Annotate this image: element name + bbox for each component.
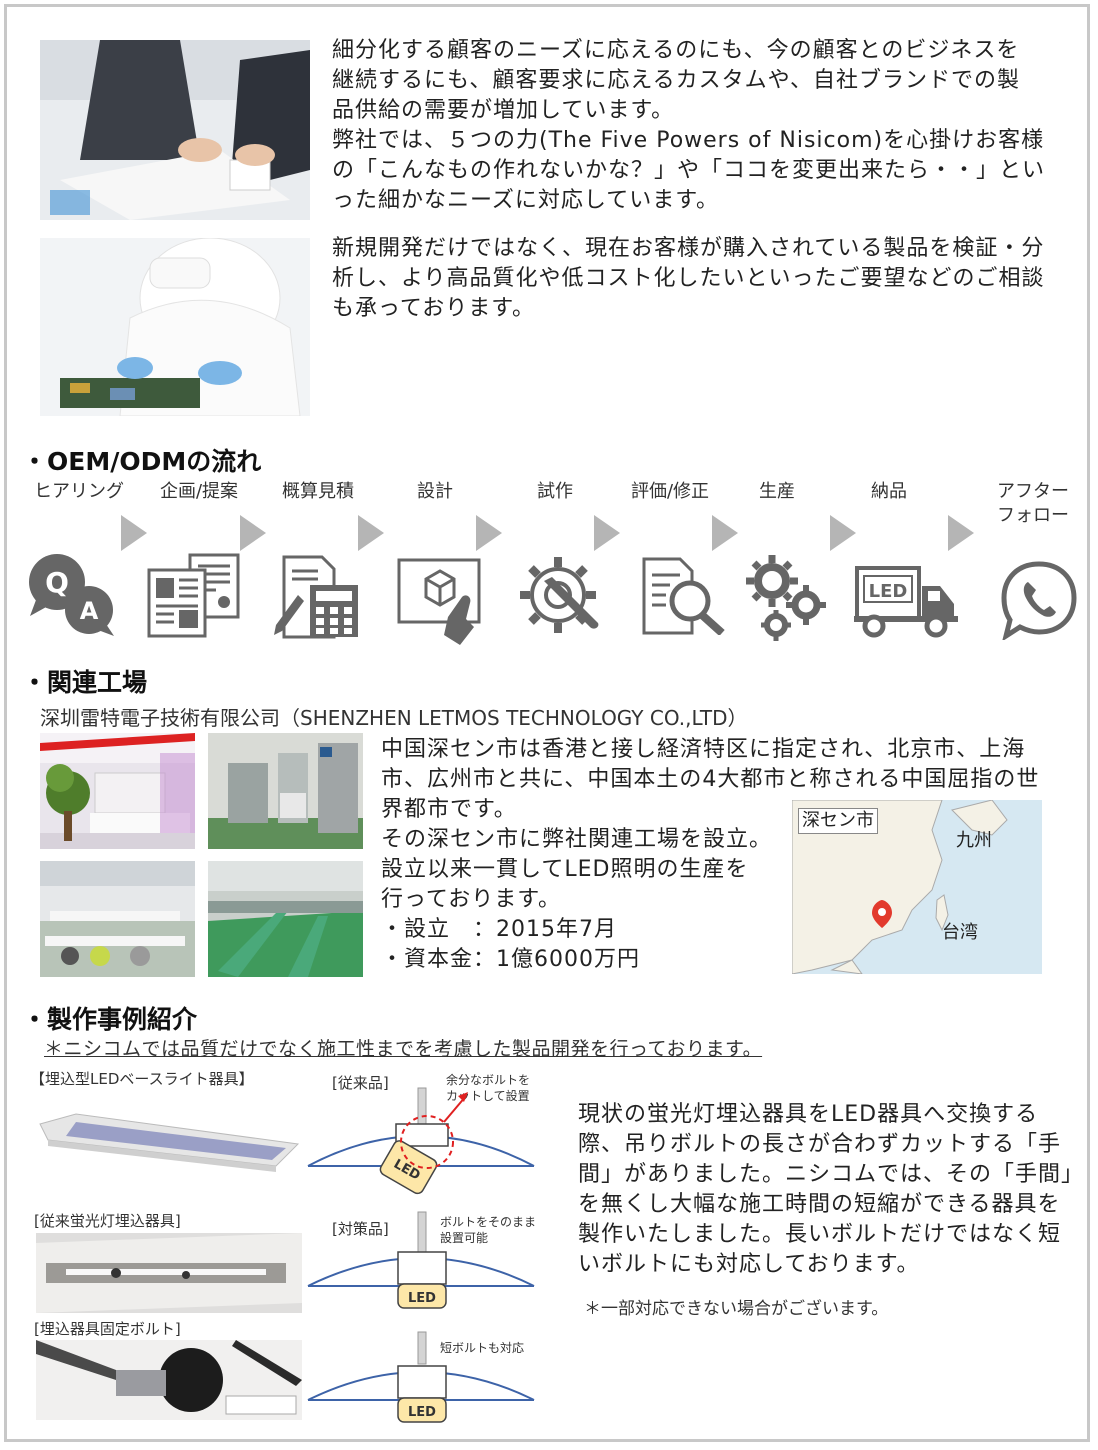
qa-bubble-icon: Q A (24, 552, 119, 637)
factory-description-4: 行っております。 (381, 887, 562, 912)
page-frame (4, 4, 1090, 1442)
step-label-design: 設計 (417, 481, 453, 502)
before-label: [従来品] (332, 1074, 389, 1092)
cad-design-icon (396, 557, 484, 647)
factory-description: 中国深セン市は香港と接し経済特区に指定され、北京市、上海市、広州市と共に、中国本… (381, 737, 1040, 822)
step-label-estimate: 概算見積 (282, 481, 354, 502)
qa-a-text: A (80, 597, 99, 625)
china-map: 深セン市 九州 台湾 (792, 800, 1042, 974)
flow-arrow (712, 515, 738, 551)
after-led-text: LED (408, 1291, 436, 1306)
cases-subtitle: ＊ニシコムでは品質だけでなく施工性までを考慮した製品開発を行っております。 (44, 1038, 763, 1060)
step-label-evaluation: 評価/修正 (630, 481, 710, 502)
product-label: 【埋込型LEDベースライト器具】 (30, 1070, 254, 1088)
cases-section-title: ・製作事例紹介 (22, 1005, 198, 1034)
step-label-planning: 企画/提案 (159, 481, 239, 502)
map-label-shenzhen: 深セン市 (798, 808, 878, 834)
truck-led-text: LED (869, 581, 908, 602)
step-label-hearing: ヒアリング (34, 481, 124, 502)
flow-arrow (121, 515, 147, 551)
document-search-icon (640, 555, 728, 635)
factory-founded: ・設立 ：2015年7月 (381, 917, 617, 942)
gears-icon (744, 553, 830, 643)
led-truck-icon: LED (854, 560, 958, 638)
before-diagram: LED (306, 1086, 536, 1198)
cases-footnote: ＊一部対応できない場合がございます。 (584, 1299, 889, 1319)
step-label-delivery: 納品 (871, 481, 907, 502)
after-diagram: LED (306, 1210, 536, 1314)
fixing-bolt-photo (36, 1340, 302, 1420)
flow-arrow (948, 515, 974, 551)
factory-production-line-photo (208, 861, 363, 977)
calculator-estimate-icon (272, 555, 362, 639)
step-label-after-follow: アフター フォロー (997, 481, 1069, 526)
after-label: [対策品] (332, 1220, 389, 1238)
factory-description-3: 設立以来一貫してLED照明の生産を (381, 857, 749, 882)
phone-support-icon (1000, 560, 1078, 640)
factory-company-name: 深圳雷特電子技術有限公司（SHENZHEN LETMOS TECHNOLOGY … (40, 706, 748, 730)
flow-arrow (830, 515, 856, 551)
factory-description-2: その深セン市に弊社関連工場を設立。 (381, 827, 773, 852)
old-fixture-label: [従来蛍光灯埋込器具] (34, 1212, 181, 1230)
map-label-kyushu: 九州 (956, 830, 992, 851)
old-fluorescent-fixture-photo (36, 1233, 302, 1313)
step-label-prototype: 試作 (537, 481, 573, 502)
factory-workstations-photo (40, 861, 195, 977)
map-label-taiwan: 台湾 (942, 922, 978, 943)
intro-paragraph-1: 細分化する顧客のニーズに応えるのにも、今の顧客とのビジネスを継続するにも、顧客要… (332, 38, 1021, 123)
step-label-production: 生産 (759, 481, 795, 502)
factory-lobby-photo (40, 733, 195, 849)
short-led-text: LED (408, 1405, 436, 1420)
flow-arrow (240, 515, 266, 551)
cases-description: 現状の蛍光灯埋込器具をLED器具へ交換する際、吊りボルトの長さが合わずカットする… (578, 1102, 1074, 1277)
flow-section-title: ・OEM/ODMの流れ (22, 447, 262, 476)
factory-section-title: ・関連工場 (22, 668, 148, 697)
lab-technician-photo (40, 238, 310, 416)
factory-equipment-photo (208, 733, 363, 849)
gear-wrench-icon (516, 553, 606, 643)
flow-arrow (594, 515, 620, 551)
flow-arrow (358, 515, 384, 551)
business-meeting-photo (40, 40, 310, 220)
intro-paragraph-2: 弊社では、５つの力(The Five Powers of Nisicom)を心掛… (332, 128, 1046, 213)
after-note: ボルトをそのまま 設置可能 (440, 1215, 537, 1245)
qa-q-text: Q (45, 566, 69, 599)
documents-icon (146, 552, 242, 638)
short-bolt-diagram: LED (306, 1330, 536, 1426)
bolt-label: [埋込器具固定ボルト] (34, 1320, 181, 1338)
short-bolt-note: 短ボルトも対応 (440, 1341, 525, 1355)
intro-paragraph-3: 新規開発だけではなく、現在お客様が購入されている製品を検証・分析し、より高品質化… (332, 236, 1045, 321)
flow-arrow (476, 515, 502, 551)
factory-capital: ・資本金：1億6000万円 (381, 947, 640, 972)
led-base-light-photo (36, 1094, 302, 1186)
